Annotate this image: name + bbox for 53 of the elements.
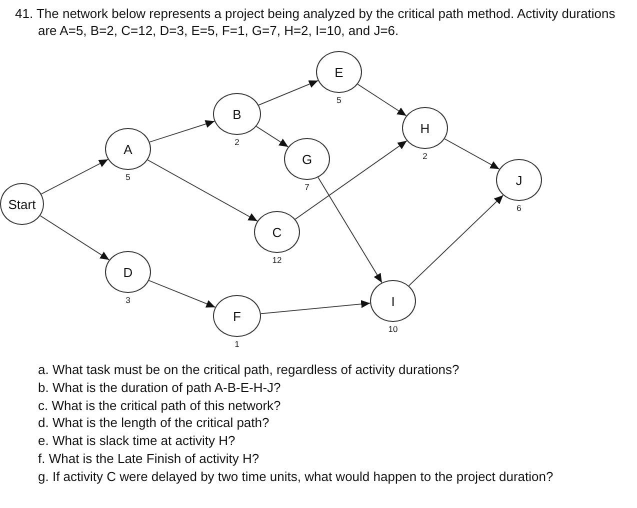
activity-node xyxy=(213,93,261,135)
duration-label: 6 xyxy=(516,203,522,213)
activity-node xyxy=(105,128,151,170)
arrow xyxy=(444,138,500,170)
activity-node xyxy=(105,251,151,293)
node-label: A xyxy=(124,142,132,156)
activity-node xyxy=(370,280,416,322)
activity-node xyxy=(316,51,362,93)
question-text: g. If activity C were delayed by two time units, what would happen to the project duration? xyxy=(38,468,554,485)
start-node xyxy=(0,183,44,225)
duration-label: 3 xyxy=(126,295,130,305)
question-text: e. What is slack time at activity H? xyxy=(38,432,236,450)
duration-label: 2 xyxy=(422,151,428,161)
question-text: 41. The network below represents a project being analyzed by the critical path method. Activity durations are A=5, B=2, C=12, D=3, E=5, F=1, G=7, H=2, I=10, and J=6. xyxy=(15,5,616,39)
duration-label: 10 xyxy=(388,324,398,334)
activity-node xyxy=(402,107,448,149)
duration-label: 12 xyxy=(272,255,282,265)
question-text: a. What task must be on the critical path, regardless of activity durations? xyxy=(38,361,460,378)
duration-label: 5 xyxy=(126,172,130,182)
activity-node xyxy=(496,159,542,201)
duration-label: 5 xyxy=(336,95,342,105)
node-label: B xyxy=(232,106,242,122)
node-label: G xyxy=(302,152,312,166)
node-label: E xyxy=(334,64,344,80)
question-text: d. What is the length of the critical path? xyxy=(38,414,270,432)
node-label: C xyxy=(272,224,282,240)
node-label: D xyxy=(123,264,133,280)
arrow xyxy=(294,140,408,220)
activity-node xyxy=(254,211,300,253)
duration-label: 7 xyxy=(304,182,310,192)
node-label: F xyxy=(233,308,241,324)
arrow xyxy=(148,280,216,308)
node-label: H xyxy=(420,120,430,136)
node-label: Start xyxy=(8,196,36,212)
node-label: I xyxy=(391,294,395,308)
question-text: b. What is the duration of path A-B-E-H-J? xyxy=(38,378,281,396)
question-text: c. What is the critical path of this network? xyxy=(38,396,281,414)
arrow xyxy=(149,120,215,142)
duration-label: 1 xyxy=(234,339,240,349)
activity-node xyxy=(213,295,261,337)
arrow xyxy=(40,158,108,194)
arrow xyxy=(318,176,382,284)
arrow xyxy=(258,80,318,106)
arrow xyxy=(40,215,110,260)
node-label: J xyxy=(516,172,522,188)
arrow xyxy=(147,159,258,222)
arrow xyxy=(408,194,504,286)
arrow xyxy=(256,126,289,148)
duration-label: 2 xyxy=(234,137,240,147)
arrow xyxy=(357,84,407,116)
question-text: f. What is the Late Finish of activity H? xyxy=(38,450,260,467)
activity-node xyxy=(284,138,330,180)
arrow xyxy=(260,300,371,314)
